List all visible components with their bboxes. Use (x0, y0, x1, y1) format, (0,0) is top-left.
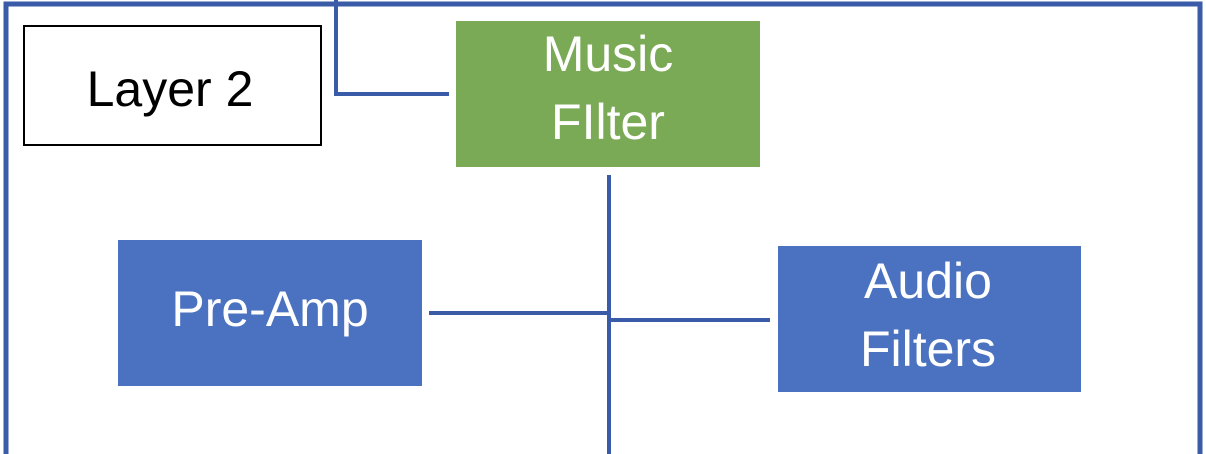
node-music-filter-line-1: Music (543, 26, 674, 82)
layer-label-box: Layer 2 (23, 25, 322, 146)
connector-incoming (334, 0, 449, 96)
node-pre-amp: Pre-Amp (118, 240, 422, 386)
layer-frame (3, 1, 1203, 454)
node-music-filter-line-2: FIlter (551, 94, 665, 150)
node-audio-filters: Audio Filters (778, 246, 1081, 392)
node-audio-filters-line-2: Filters (860, 321, 996, 377)
node-pre-amp-label: Pre-Amp (171, 281, 368, 337)
node-audio-filters-line-1: Audio (864, 253, 992, 309)
node-music-filter: Music FIlter (456, 21, 760, 167)
layer-label: Layer 2 (87, 61, 254, 117)
